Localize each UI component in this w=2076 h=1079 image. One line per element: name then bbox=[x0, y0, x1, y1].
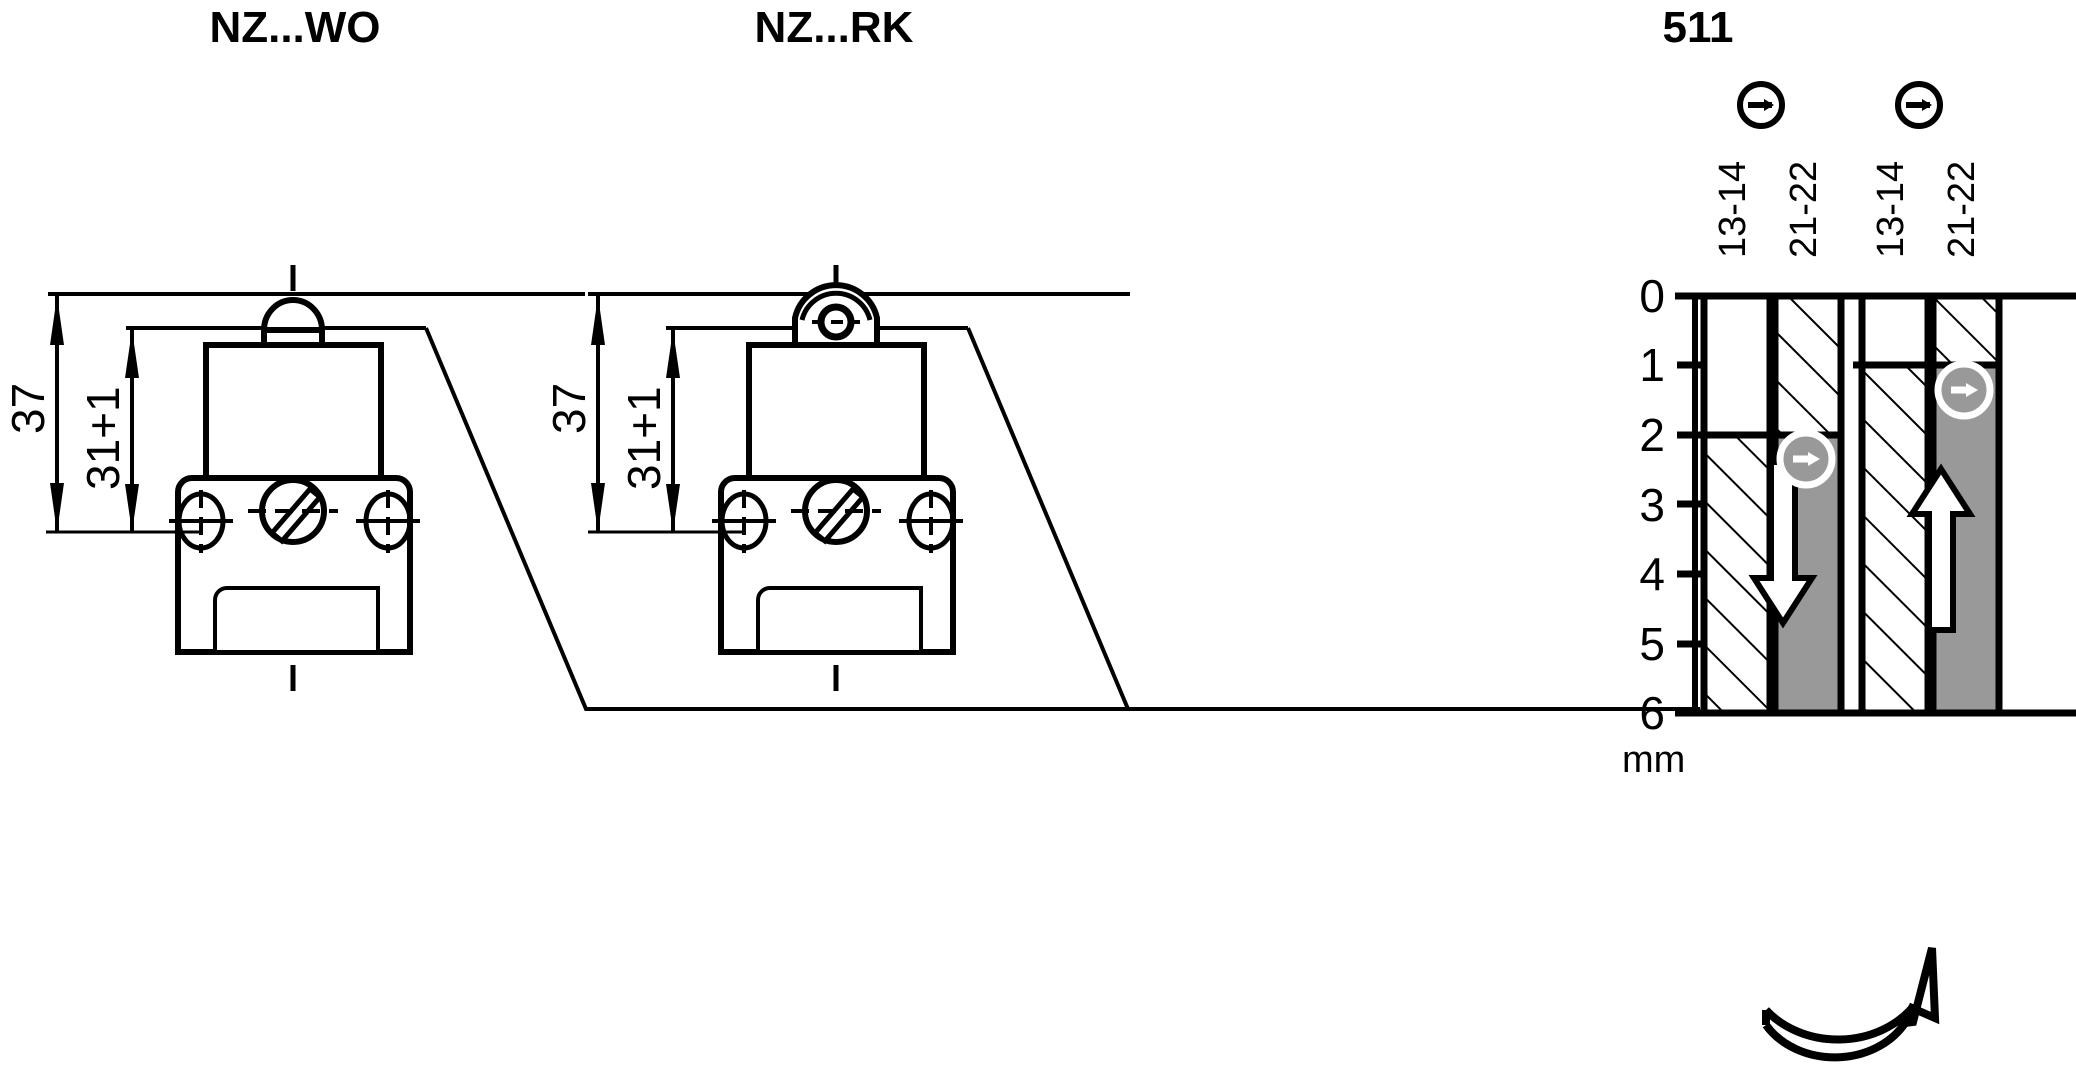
actuation-arrow-icon-group-1 bbox=[1737, 81, 1785, 129]
dim-label-37-mid: 37 bbox=[543, 383, 595, 434]
switch-drawing-nz-wo: 37 31+1 bbox=[2, 265, 1160, 711]
switch-terminal-recess-mid bbox=[756, 586, 923, 654]
leader-line-mid bbox=[966, 327, 1700, 711]
plunger-head-left bbox=[261, 297, 325, 348]
tick-label-0: 0 bbox=[1639, 270, 1665, 322]
switch-terminal-recess-left bbox=[213, 586, 380, 654]
travel-up-arrow-icon-g2 bbox=[1906, 463, 1976, 633]
actuation-marker-icon-g1 bbox=[1776, 429, 1836, 489]
screw-slot-mid bbox=[811, 485, 867, 545]
tick-label-4: 4 bbox=[1639, 548, 1665, 600]
tick-label-1: 1 bbox=[1639, 339, 1665, 391]
title-middle: NZ...RK bbox=[755, 3, 914, 52]
contact-closed-region-g2-c1 bbox=[1862, 365, 1928, 713]
switch-drawing-nz-rk: 37 31+1 bbox=[543, 265, 1700, 711]
contact-open-region-g2-c2 bbox=[1933, 296, 1999, 365]
switch-upper-body-mid bbox=[746, 342, 927, 481]
tick-label-6: 6 bbox=[1639, 687, 1665, 739]
contact-label-g1-c2: 21-22 bbox=[1783, 161, 1825, 258]
title-left: NZ...WO bbox=[209, 3, 380, 52]
rotation-arrow-icon bbox=[1762, 947, 1940, 1062]
switch-upper-body-left bbox=[203, 342, 384, 481]
contact-label-g1-c1: 13-14 bbox=[1712, 161, 1754, 258]
actuation-arrow-icon-group-2 bbox=[1895, 81, 1943, 129]
contact-open-region-g1-c2 bbox=[1775, 296, 1841, 435]
tick-label-5: 5 bbox=[1639, 618, 1665, 670]
travel-diagram: 0 1 2 3 4 5 6 mm bbox=[1622, 270, 2076, 1062]
dim-label-31-left: 31+1 bbox=[77, 386, 129, 490]
contact-column-g1-c1 bbox=[1700, 292, 1774, 717]
tick-label-2: 2 bbox=[1639, 409, 1665, 461]
axis-unit-label: mm bbox=[1622, 739, 1685, 781]
dim-label-31-mid: 31+1 bbox=[618, 386, 670, 490]
title-right: 511 bbox=[1663, 3, 1734, 52]
tick-label-3: 3 bbox=[1639, 479, 1665, 531]
actuation-marker-icon-g2 bbox=[1934, 360, 1994, 420]
contact-label-g2-c1: 13-14 bbox=[1870, 161, 1912, 258]
screw-slot-left bbox=[268, 485, 324, 545]
dim-label-37-left: 37 bbox=[2, 383, 54, 434]
leader-line-left bbox=[424, 327, 1160, 711]
contact-closed-region-g1-c1 bbox=[1704, 435, 1770, 713]
roller-arc-mid bbox=[799, 290, 873, 321]
contact-label-g2-c2: 21-22 bbox=[1941, 161, 1983, 258]
